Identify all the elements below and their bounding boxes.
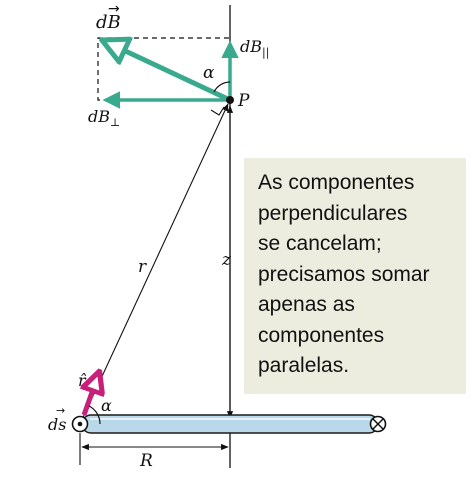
alpha-top-label: α — [203, 63, 215, 83]
r-hat-arrow — [84, 381, 96, 416]
current-in-cross-2 — [372, 418, 384, 430]
ds-vector-bar: → — [56, 404, 65, 417]
dB-parallel-label: dB|| — [240, 37, 269, 60]
callout-text: As componentes perpendiculares se cancel… — [258, 171, 430, 377]
current-out-dot — [77, 421, 83, 427]
r-label: r — [138, 257, 147, 277]
point-p-label: P — [237, 91, 250, 111]
point-p — [226, 96, 234, 104]
dB-vector-bar: → — [108, 1, 120, 17]
r-hat-label: r̂ — [78, 371, 87, 390]
z-label: z — [221, 250, 232, 270]
ds-label: ds — [48, 415, 66, 434]
alpha-arc-top — [213, 81, 231, 93]
right-angle-mark — [210, 106, 225, 116]
dB-perp-label: dB⊥ — [88, 107, 120, 129]
alpha-bottom-label: α — [101, 396, 112, 415]
wire-loop — [81, 414, 379, 434]
r-line — [79, 103, 229, 425]
R-label: R — [139, 451, 153, 471]
dB-label: dB — [96, 12, 121, 33]
alpha-arc-bottom — [88, 405, 101, 425]
dB-arrow — [104, 41, 232, 103]
callout-box — [244, 158, 466, 394]
